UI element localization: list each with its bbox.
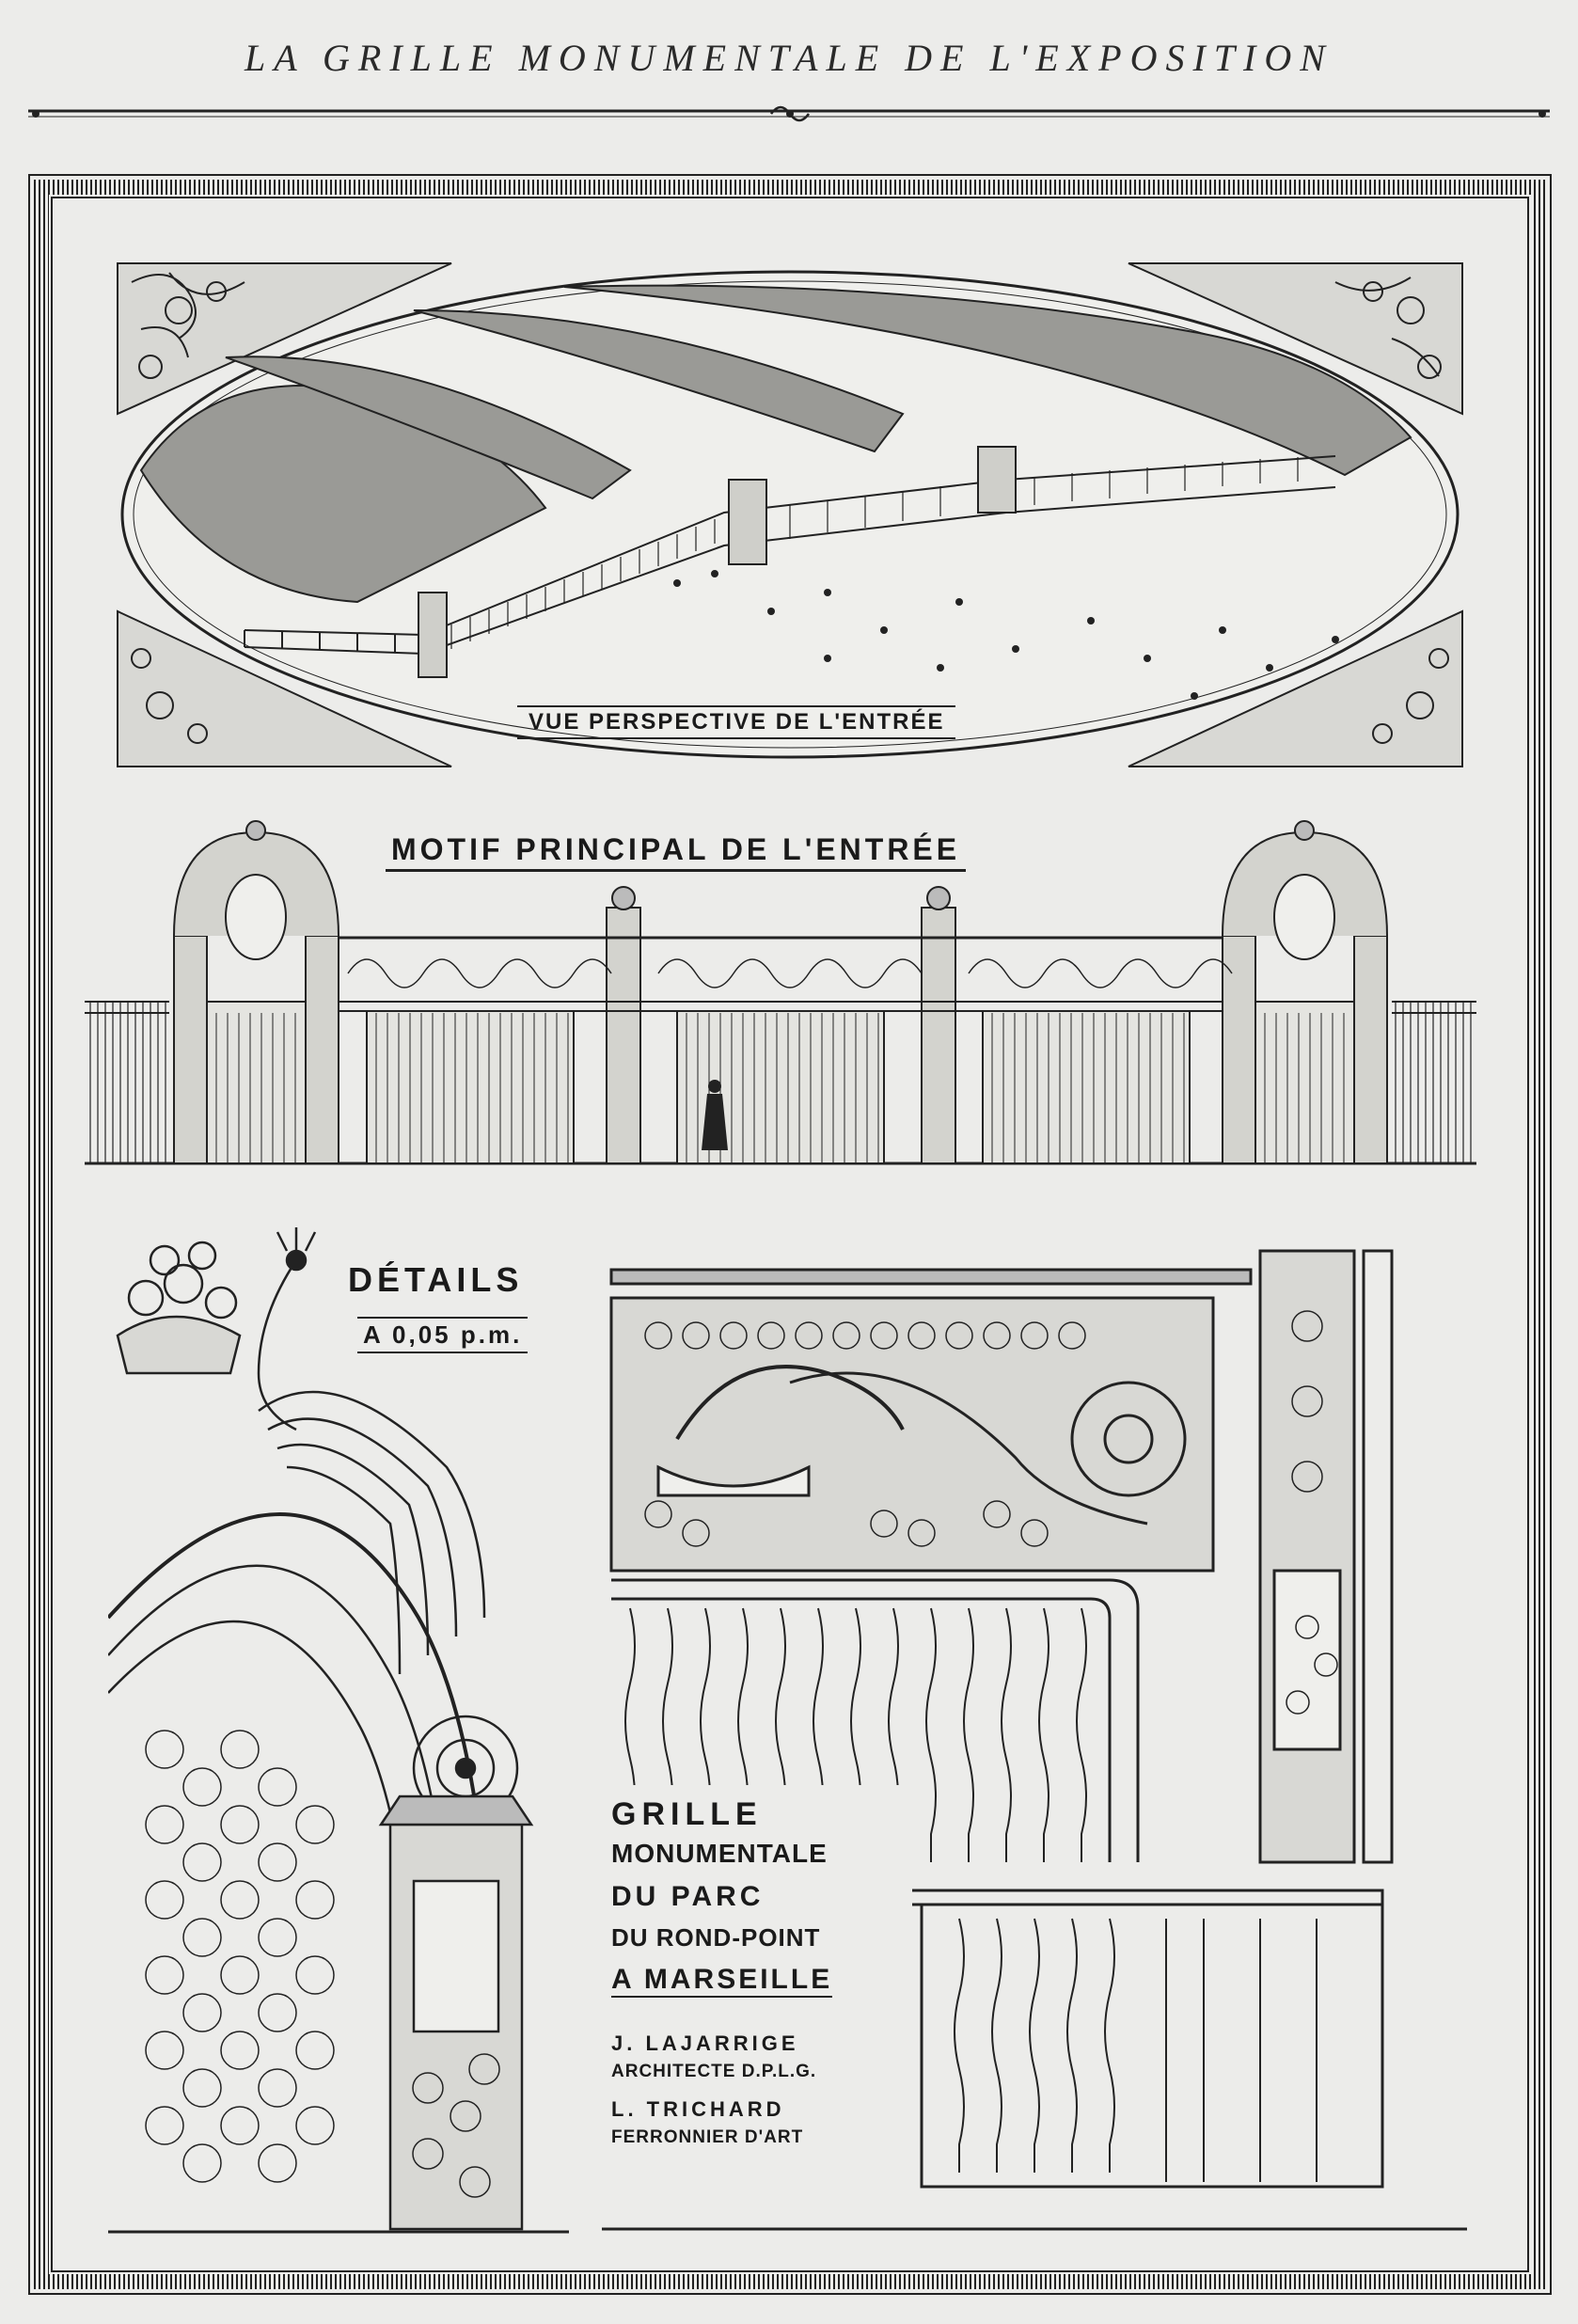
corner-ornament-br	[1128, 609, 1463, 767]
perspective-drawing	[117, 262, 1463, 767]
corner-ornament-bl	[117, 609, 452, 767]
ironworker-name: L. TRICHARD	[611, 2097, 785, 2121]
corner-ornament-tr	[1128, 262, 1463, 416]
details-scale: A 0,05 p.m.	[357, 1317, 529, 1353]
detail-left-drawing	[108, 1227, 569, 2234]
legend-line-2: MONUMENTALE	[611, 1839, 828, 1868]
ironworker-title: FERRONNIER D'ART	[611, 2127, 804, 2147]
legend-box	[602, 1785, 912, 2180]
architect-title: ARCHITECTE D.P.L.G.	[611, 2062, 817, 2081]
perspective-fence	[244, 455, 1336, 656]
header-ornament-rule	[28, 105, 1550, 122]
inner-frame	[51, 197, 1529, 2272]
outer-frame	[28, 174, 1552, 2295]
legend-line-5: A MARSEILLE	[611, 1964, 833, 1998]
page-title: LA GRILLE MONUMENTALE DE L'EXPOSITION	[245, 37, 1333, 79]
legend-line-4: DU ROND-POINT	[611, 1923, 821, 1952]
perspective-caption: VUE PERSPECTIVE DE L'ENTRÉE	[517, 705, 956, 739]
elevation-drawing	[85, 820, 1476, 1165]
corner-ornament-tl	[117, 262, 452, 416]
elevation-caption: MOTIF PRINCIPAL DE L'ENTRÉE	[386, 832, 967, 872]
legend-line-1: GRILLE	[611, 1796, 763, 1832]
legend-line-3: DU PARC	[611, 1881, 765, 1912]
architect-name: J. LAJARRIGE	[611, 2032, 799, 2055]
details-title: DÉTAILS	[348, 1260, 524, 1299]
